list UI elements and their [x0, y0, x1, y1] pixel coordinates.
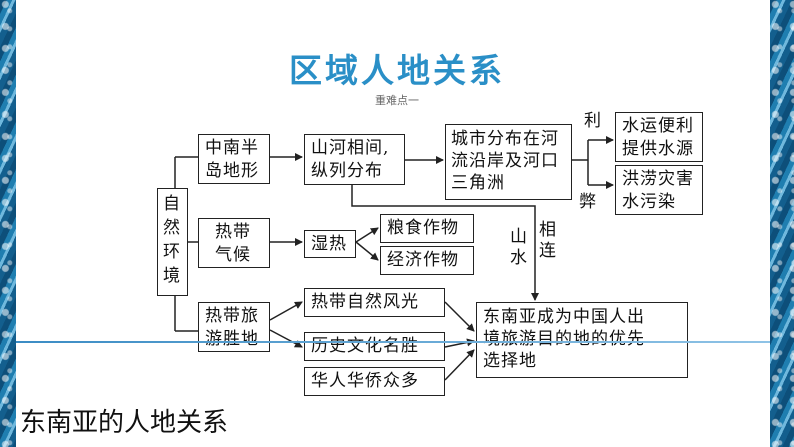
page-subtitle: 重难点一 [375, 94, 419, 107]
water-edge-right [770, 0, 794, 447]
label-advantage: 利 [584, 111, 601, 131]
arrow-cash [355, 241, 379, 261]
bracket-cities [572, 140, 589, 185]
node-natural-environment: 自 然 环 境 [157, 188, 188, 296]
node-mountains-rivers: 山河相间, 纵列分布 [304, 134, 405, 185]
label-disadvantage: 弊 [579, 192, 596, 212]
arrow-historical [269, 329, 303, 348]
arrow-from-scenery [444, 301, 475, 332]
label-connected: 相 连 [539, 220, 556, 261]
node-flood-pollution: 洪涝灾害 水污染 [615, 165, 703, 215]
node-tourism-destination: 热带旅 游胜地 [198, 302, 270, 352]
node-cash-crops: 经济作物 [380, 246, 474, 275]
node-historical-sites: 历史文化名胜 [304, 332, 445, 361]
node-water-transport: 水运便利 提供水源 [615, 112, 703, 162]
label-mountain-water: 山 水 [510, 227, 527, 268]
arrow-grain [355, 227, 379, 243]
arrow-scenery [269, 301, 303, 321]
water-edge-left [0, 0, 16, 447]
node-overseas-chinese: 华人华侨众多 [304, 367, 445, 396]
node-peninsula-terrain: 中南半 岛地形 [198, 134, 270, 184]
bottom-caption: 东南亚的人地关系 [20, 408, 229, 438]
node-city-distribution: 城市分布在河 流沿岸及河口 三角洲 [445, 124, 572, 200]
page-title: 区域人地关系 [289, 51, 505, 90]
node-grain-crops: 粮食作物 [380, 214, 474, 243]
node-tropical-scenery: 热带自然风光 [304, 288, 445, 317]
arrow-mountain-water [351, 185, 539, 301]
node-preferred-destination: 东南亚成为中国人出 境旅游目的地的优先 选择地 [476, 302, 688, 378]
divider-line [16, 341, 770, 343]
node-hot-humid: 湿热 [304, 230, 356, 258]
arrow-from-chinese [444, 349, 475, 381]
node-tropical-climate: 热带 气候 [198, 218, 270, 268]
